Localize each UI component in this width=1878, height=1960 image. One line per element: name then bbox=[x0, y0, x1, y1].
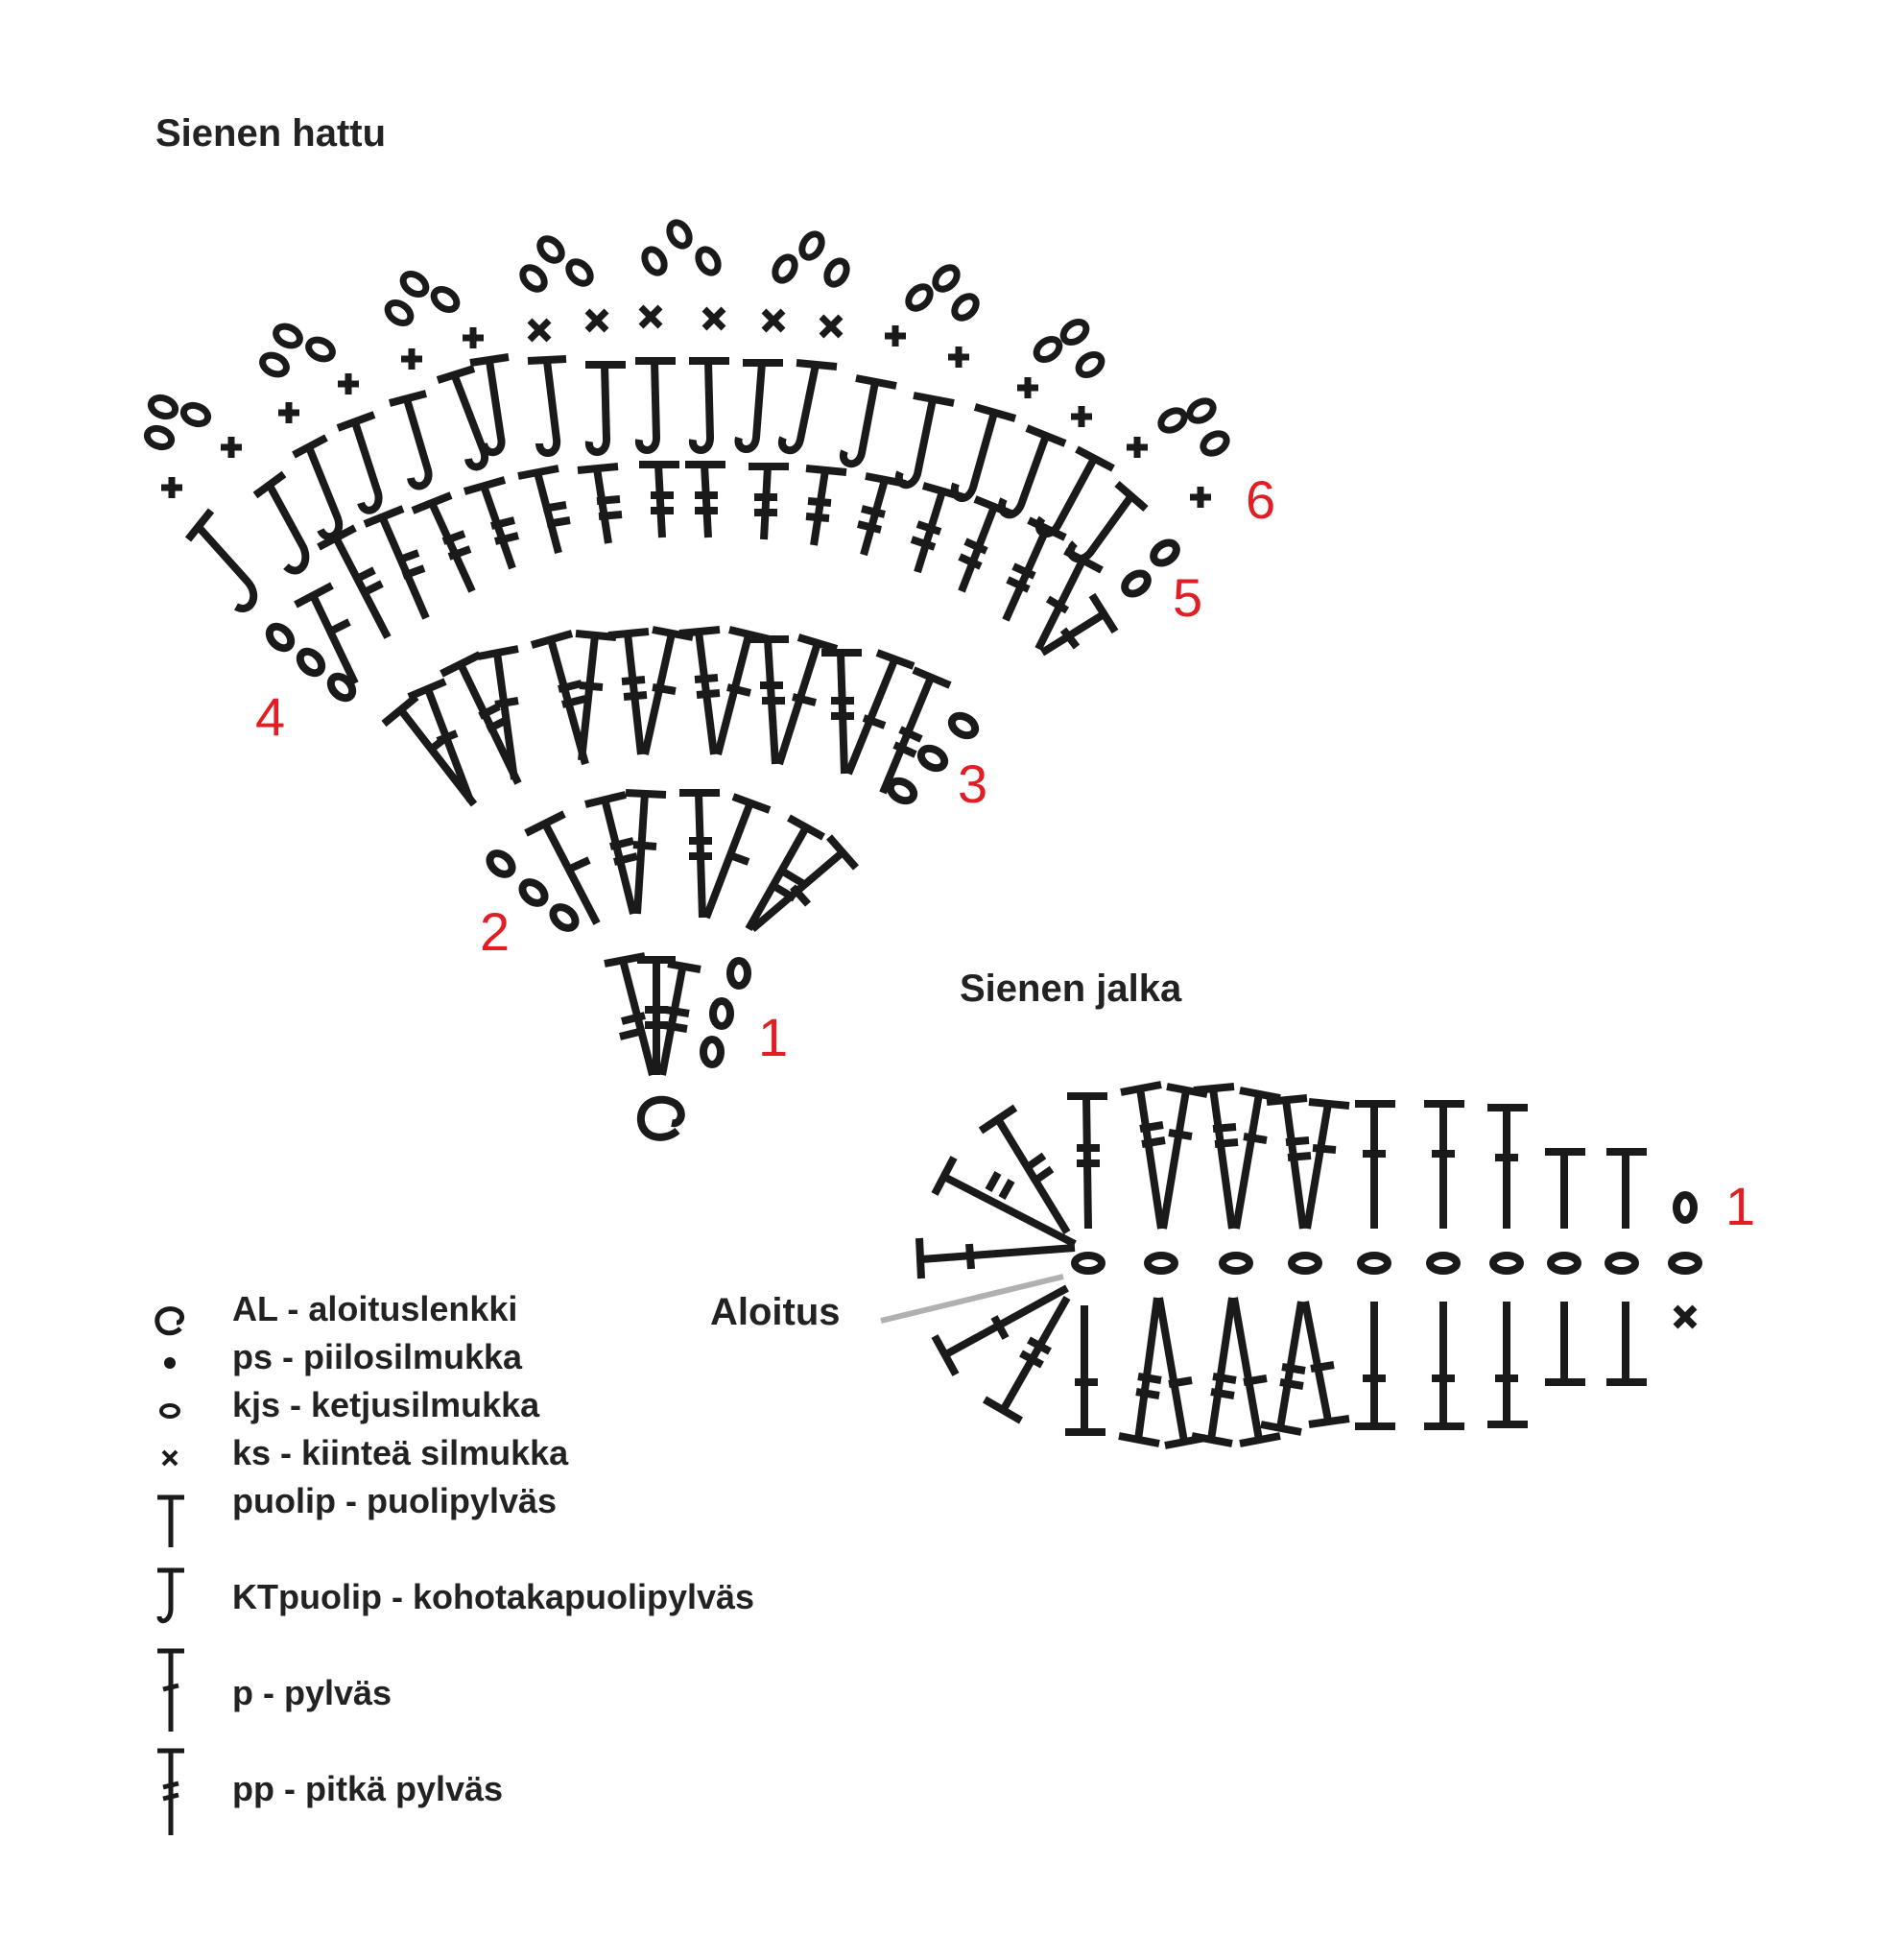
half-double-icon bbox=[157, 1494, 184, 1547]
chain-icon bbox=[159, 1403, 180, 1419]
cap-round-number: 3 bbox=[958, 753, 987, 814]
legend-label: puolip - puolipylväs bbox=[232, 1481, 557, 1520]
legend-label: kjs - ketjusilmukka bbox=[232, 1385, 540, 1424]
legend-label: ks - kiinteä silmukka bbox=[232, 1433, 569, 1472]
stem-chart-title: Sienen jalka bbox=[960, 968, 1182, 1010]
chain-icon bbox=[700, 1036, 725, 1068]
single-crochet-icon bbox=[161, 1449, 178, 1467]
back-post-half-double-icon bbox=[156, 1567, 184, 1624]
single-crochet-icon bbox=[161, 477, 182, 498]
legend-label: KTpuolip - kohotakapuolipylväs bbox=[232, 1577, 754, 1616]
slip-stitch-icon bbox=[164, 1357, 176, 1369]
cap-chart bbox=[143, 219, 1230, 1141]
stem-chart bbox=[915, 1081, 1702, 1449]
chain-icon bbox=[726, 957, 751, 990]
cap-round-number: 5 bbox=[1173, 567, 1202, 628]
round-2-stitches bbox=[486, 789, 860, 933]
round-6-stitches bbox=[143, 219, 1230, 508]
aloitus-pointer-line bbox=[880, 1274, 1064, 1324]
magic-ring-icon bbox=[155, 1306, 185, 1336]
double-crochet-icon bbox=[157, 1648, 184, 1732]
legend: AL - aloituslenkki ps - piilosilmukka kj… bbox=[155, 1289, 754, 1835]
cap-round-numbers: 1 2 3 4 5 6 bbox=[255, 469, 1275, 1067]
treble-crochet-icon bbox=[157, 1748, 184, 1835]
cap-round-number: 1 bbox=[758, 1007, 788, 1067]
aloitus-label: Aloitus bbox=[710, 1291, 841, 1333]
legend-item-double-crochet: p - pylväs bbox=[157, 1648, 392, 1732]
round-4-stitches bbox=[265, 461, 1119, 703]
cap-round-number: 6 bbox=[1246, 469, 1275, 530]
chain-icon bbox=[709, 997, 734, 1030]
round-5-stitches bbox=[184, 353, 1180, 612]
cap-chart-title: Sienen hattu bbox=[155, 112, 386, 155]
legend-label: pp - pitkä pylväs bbox=[232, 1769, 503, 1808]
legend-label: p - pylväs bbox=[232, 1673, 392, 1712]
legend-item-slip-stitch: ps - piilosilmukka bbox=[164, 1337, 523, 1376]
cap-round-number: 2 bbox=[480, 901, 510, 962]
legend-item-half-double: puolip - puolipylväs bbox=[157, 1481, 557, 1547]
round-3-stitches bbox=[381, 626, 980, 807]
legend-item-magic-ring: AL - aloituslenkki bbox=[155, 1289, 517, 1336]
stem-round-number: 1 bbox=[1725, 1176, 1755, 1236]
stem-lower-stitches bbox=[931, 1284, 1698, 1449]
stem-upper-stitches bbox=[915, 1081, 1647, 1279]
round-1-stitches bbox=[604, 952, 751, 1077]
legend-item-treble-crochet: pp - pitkä pylväs bbox=[157, 1748, 503, 1835]
legend-label: ps - piilosilmukka bbox=[232, 1337, 523, 1376]
foundation-chain bbox=[1071, 1191, 1702, 1275]
cap-round-number: 4 bbox=[255, 686, 285, 747]
legend-item-back-post: KTpuolip - kohotakapuolipylväs bbox=[156, 1567, 754, 1624]
legend-item-chain: kjs - ketjusilmukka bbox=[159, 1385, 540, 1424]
magic-ring-icon bbox=[636, 1095, 685, 1141]
legend-item-single-crochet: ks - kiinteä silmukka bbox=[161, 1433, 569, 1472]
single-crochet-icon bbox=[1673, 1304, 1698, 1329]
legend-label: AL - aloituslenkki bbox=[232, 1289, 517, 1328]
